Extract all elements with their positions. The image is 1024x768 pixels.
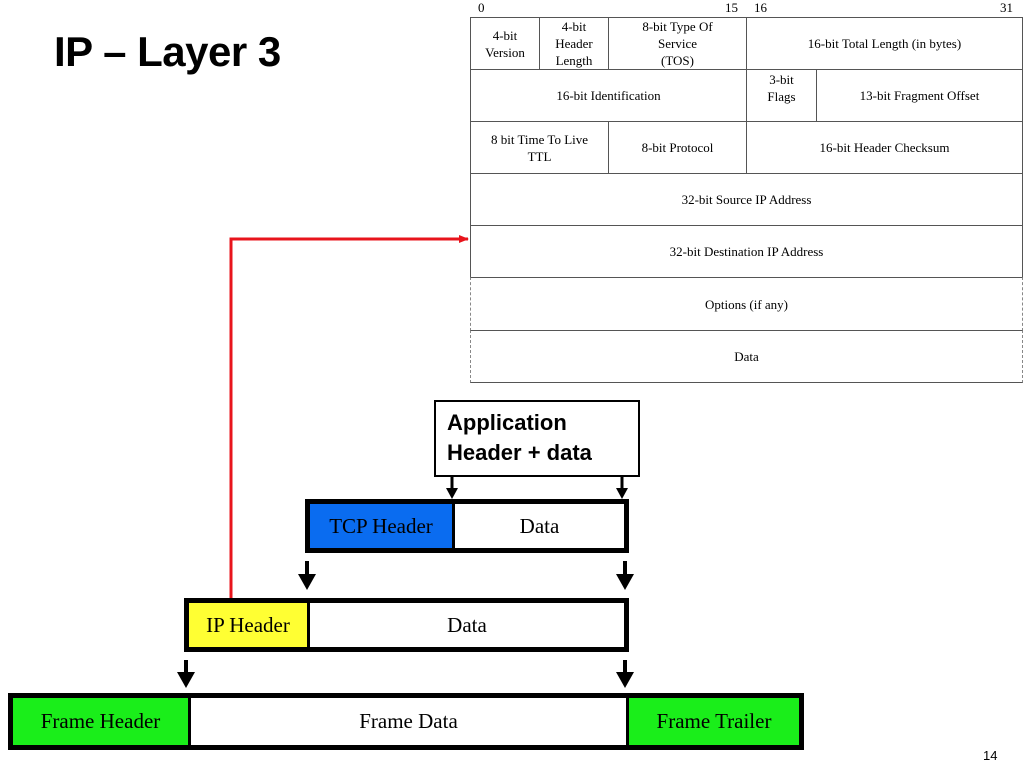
frame-trailer-block: Frame Trailer	[626, 693, 804, 750]
ip-to-frame-right-arrow	[616, 660, 634, 688]
ip-to-frame-left-arrow	[177, 660, 195, 688]
ip-header-pointer-line	[229, 235, 469, 598]
total-length-field: 16-bit Total Length (in bytes)	[746, 17, 1023, 70]
header-checksum-field: 16-bit Header Checksum	[746, 121, 1023, 174]
frame-data-block: Frame Data	[188, 693, 629, 750]
tcp-to-ip-right-arrow	[616, 561, 634, 590]
bit-label-15: 15	[725, 0, 738, 15]
bit-label-0: 0	[478, 0, 485, 15]
application-box: Application Header + data	[434, 400, 640, 477]
version-field: 4-bit Version	[470, 17, 540, 70]
page-number: 14	[983, 748, 998, 763]
tcp-to-ip-left-arrow	[298, 561, 316, 590]
identification-field: 16-bit Identification	[470, 69, 747, 122]
slide-title: IP – Layer 3	[54, 28, 281, 75]
bit-label-16: 16	[754, 0, 767, 15]
header-length-field: 4-bit Header Length	[539, 17, 609, 70]
bit-label-31: 31	[1000, 0, 1013, 15]
source-ip-field: 32-bit Source IP Address	[470, 173, 1023, 226]
destination-ip-field: 32-bit Destination IP Address	[470, 225, 1023, 278]
ip-header-block: IP Header	[184, 598, 310, 652]
app-to-tcp-left-arrow	[446, 477, 458, 499]
frame-header-block: Frame Header	[8, 693, 191, 750]
options-field: Options (if any)	[470, 277, 1023, 331]
data-field: Data	[470, 330, 1023, 383]
tcp-data-block: Data	[452, 499, 629, 553]
app-to-tcp-right-arrow	[616, 477, 628, 499]
ttl-field: 8 bit Time To Live TTL	[470, 121, 609, 174]
flags-field: 3-bit Flags	[746, 69, 817, 122]
protocol-field: 8-bit Protocol	[608, 121, 747, 174]
ip-data-block: Data	[307, 598, 629, 652]
fragment-offset-field: 13-bit Fragment Offset	[816, 69, 1023, 122]
